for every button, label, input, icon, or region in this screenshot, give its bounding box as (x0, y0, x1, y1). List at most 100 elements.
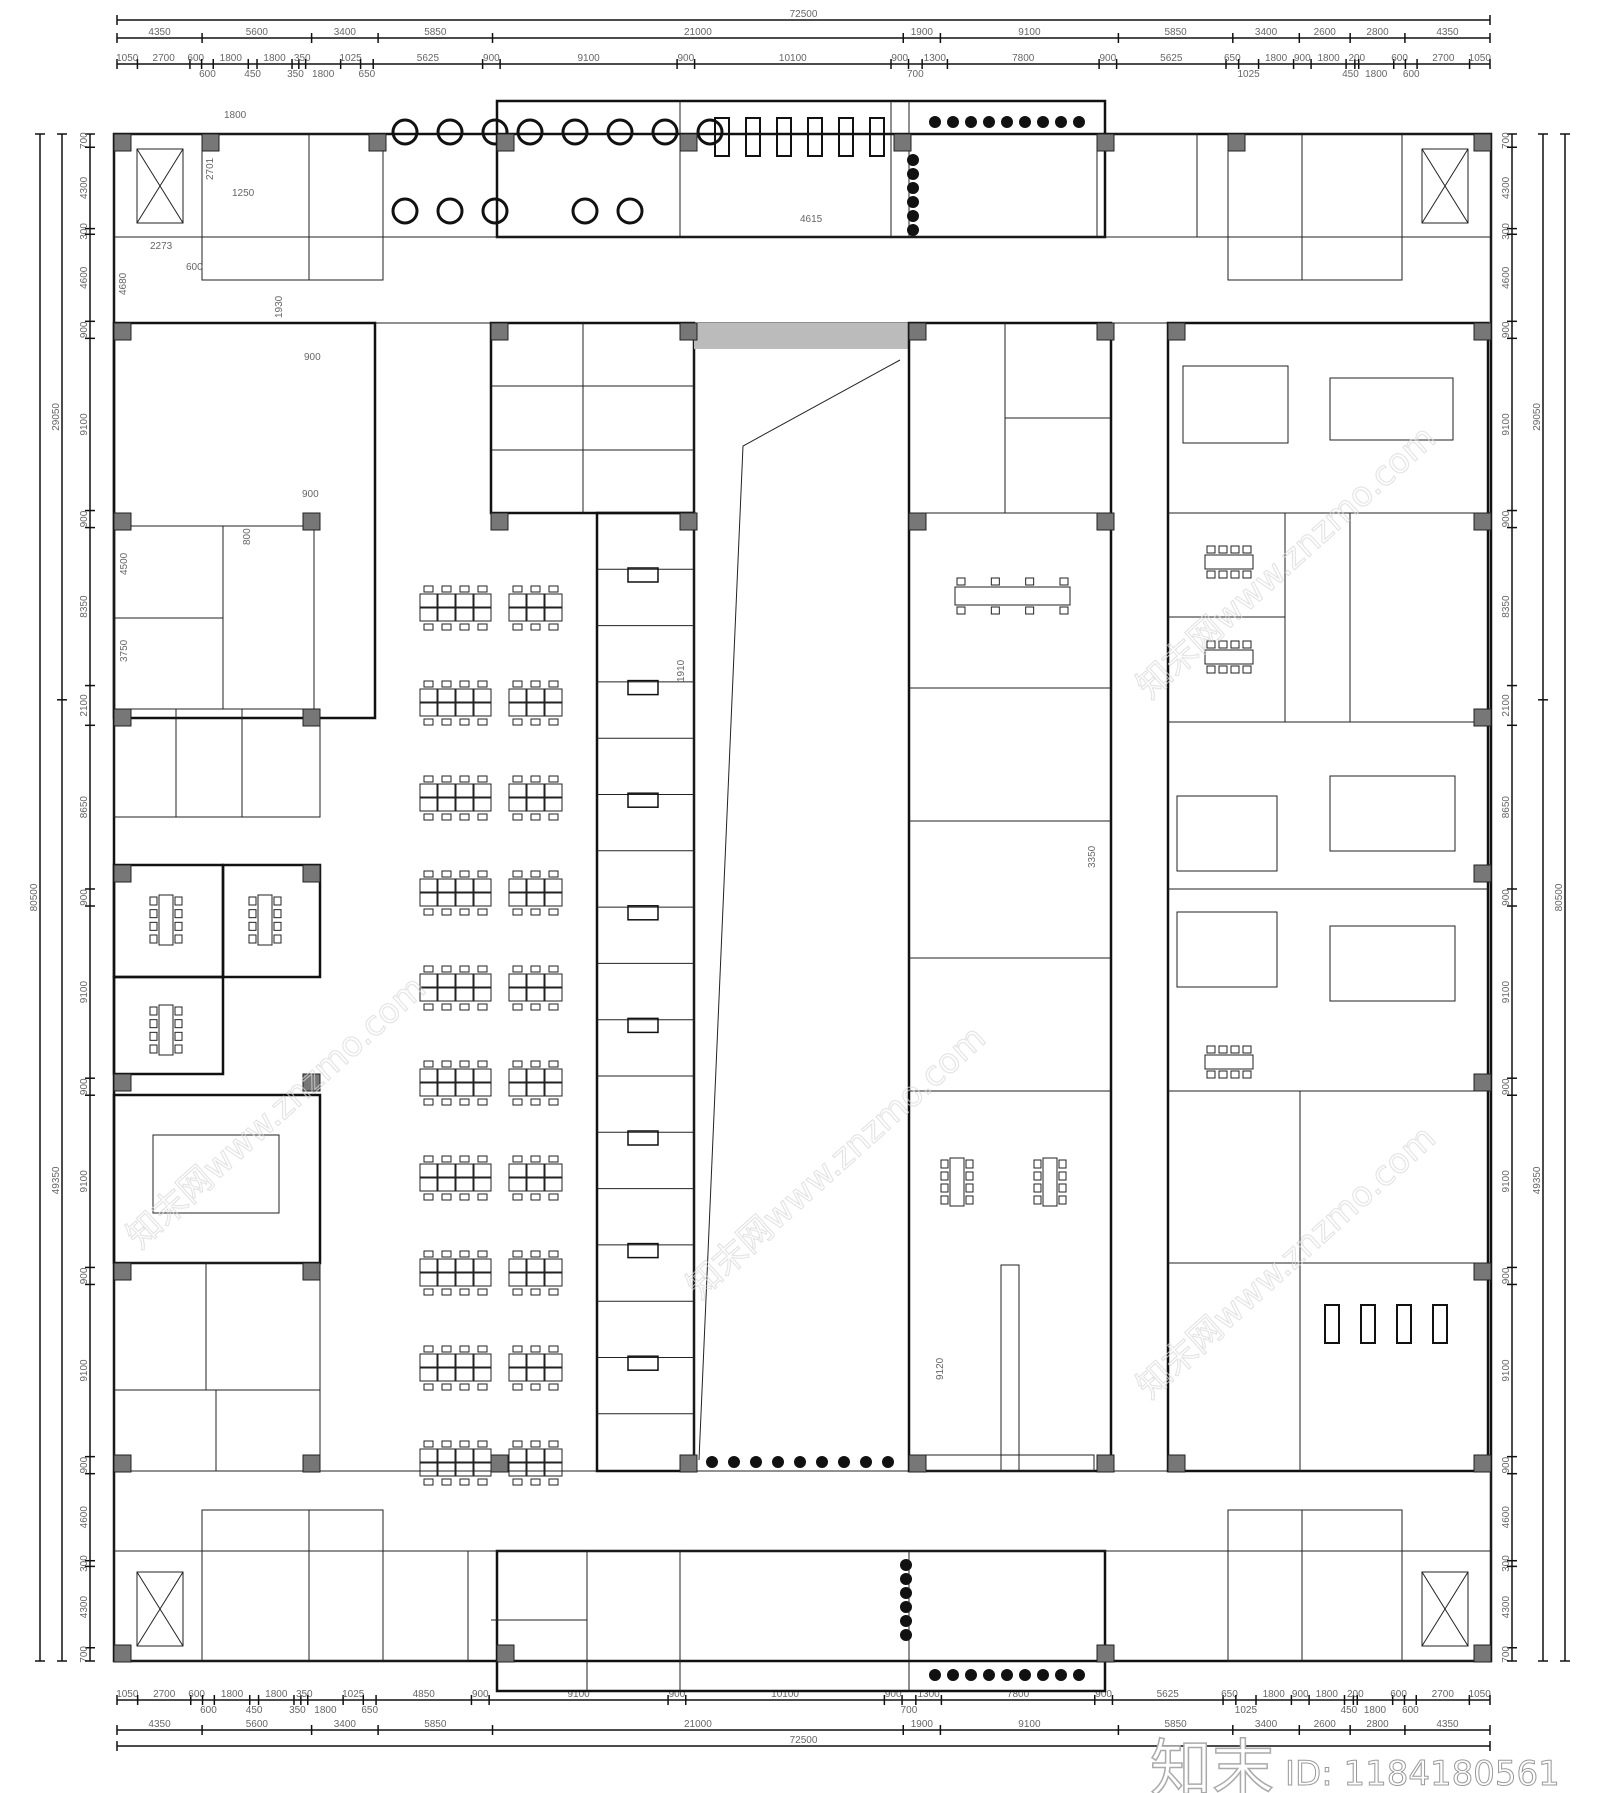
desk (526, 702, 545, 717)
desk (544, 1177, 563, 1192)
dimension-label: 9100 (79, 981, 90, 1004)
chair (459, 965, 470, 973)
column (1167, 322, 1186, 341)
chair (548, 623, 559, 631)
dimension-label: 49350 (1532, 1166, 1543, 1194)
chair (477, 965, 488, 973)
chair (441, 1193, 452, 1201)
dimension-label: 1800 (1316, 1689, 1339, 1700)
chair (459, 718, 470, 726)
chair (477, 1098, 488, 1106)
dimension-label: 5600 (246, 1719, 269, 1730)
meeting-table (158, 1004, 174, 1056)
planter-dot (907, 154, 919, 166)
dimension-label: 1800 (220, 53, 243, 64)
planter-dot (1019, 116, 1031, 128)
dimension-label: 2800 (1366, 27, 1389, 38)
dimension-label: 5850 (424, 1719, 447, 1730)
chair (530, 870, 541, 878)
chair (441, 1003, 452, 1011)
chair (1230, 570, 1240, 579)
column (1473, 1073, 1492, 1092)
dimension-label: 600 (1403, 69, 1420, 80)
chair (441, 1478, 452, 1486)
desk (419, 1258, 438, 1273)
inner-dim: 1250 (232, 188, 255, 199)
desk (455, 593, 474, 608)
chair (149, 909, 158, 919)
chair (441, 1155, 452, 1163)
cafe-table (696, 118, 724, 146)
dimension-label: 29050 (1532, 403, 1543, 431)
chair (441, 623, 452, 631)
column (679, 322, 698, 341)
dimension-label: 700 (79, 1646, 90, 1663)
desk (473, 1068, 492, 1083)
dimension-label: 3400 (334, 27, 357, 38)
desk (473, 1082, 492, 1097)
chair (423, 680, 434, 688)
desk (526, 688, 545, 703)
dimension-label: 8350 (79, 595, 90, 618)
column (1096, 1644, 1115, 1663)
desk (455, 892, 474, 907)
desk (508, 688, 527, 703)
dimension-label: 900 (1292, 1689, 1309, 1700)
column (908, 512, 927, 531)
desk (544, 892, 563, 907)
chair (548, 1345, 559, 1353)
inner-dim: 9120 (935, 1357, 946, 1380)
dimension-label: 900 (79, 889, 90, 906)
dimension-label: 5600 (246, 27, 269, 38)
desk (419, 1068, 438, 1083)
chair (512, 1440, 523, 1448)
watermark-id: ID: 1184180561 (1285, 1754, 1560, 1793)
chair (1058, 1183, 1067, 1193)
chair (1230, 665, 1240, 674)
planter-dot (816, 1456, 828, 1468)
chair (174, 1019, 183, 1029)
dimension-label: 650 (361, 1705, 378, 1716)
desk (473, 1353, 492, 1368)
dimension-label: 8650 (79, 796, 90, 819)
chair (459, 870, 470, 878)
desk (473, 1272, 492, 1287)
desk (508, 783, 527, 798)
desk (473, 1163, 492, 1178)
planter-dot (965, 116, 977, 128)
chair (459, 1288, 470, 1296)
planter-dot (706, 1456, 718, 1468)
chair (548, 1193, 559, 1201)
desk (455, 878, 474, 893)
desk (508, 1367, 527, 1382)
dimension-label: 5625 (1157, 1689, 1180, 1700)
office-desk (627, 679, 659, 696)
chair (1218, 545, 1228, 554)
cafe-table (391, 118, 419, 146)
column (302, 1454, 321, 1473)
chair (530, 813, 541, 821)
chair (530, 1003, 541, 1011)
desk (455, 607, 474, 622)
chair (548, 813, 559, 821)
planter-dot (728, 1456, 740, 1468)
dimension-label: 1800 (1364, 1705, 1387, 1716)
chair (423, 813, 434, 821)
chair (248, 934, 257, 944)
desk (437, 1448, 456, 1463)
chair (273, 896, 282, 906)
dimension-label: 1025 (339, 53, 362, 64)
dimension-label: 900 (891, 53, 908, 64)
dimension-label: 700 (1501, 1646, 1512, 1663)
dimension-label: 1800 (314, 1705, 337, 1716)
dimension-label: 49350 (51, 1166, 62, 1194)
dimension-label: 72500 (790, 9, 818, 20)
dimension-label: 4600 (79, 1506, 90, 1529)
desk (508, 1177, 527, 1192)
dimension-label: 3400 (1255, 27, 1278, 38)
column (1473, 708, 1492, 727)
chair (149, 1006, 158, 1016)
desk (508, 607, 527, 622)
chair (1206, 545, 1216, 554)
dimension-label: 350 (289, 1705, 306, 1716)
